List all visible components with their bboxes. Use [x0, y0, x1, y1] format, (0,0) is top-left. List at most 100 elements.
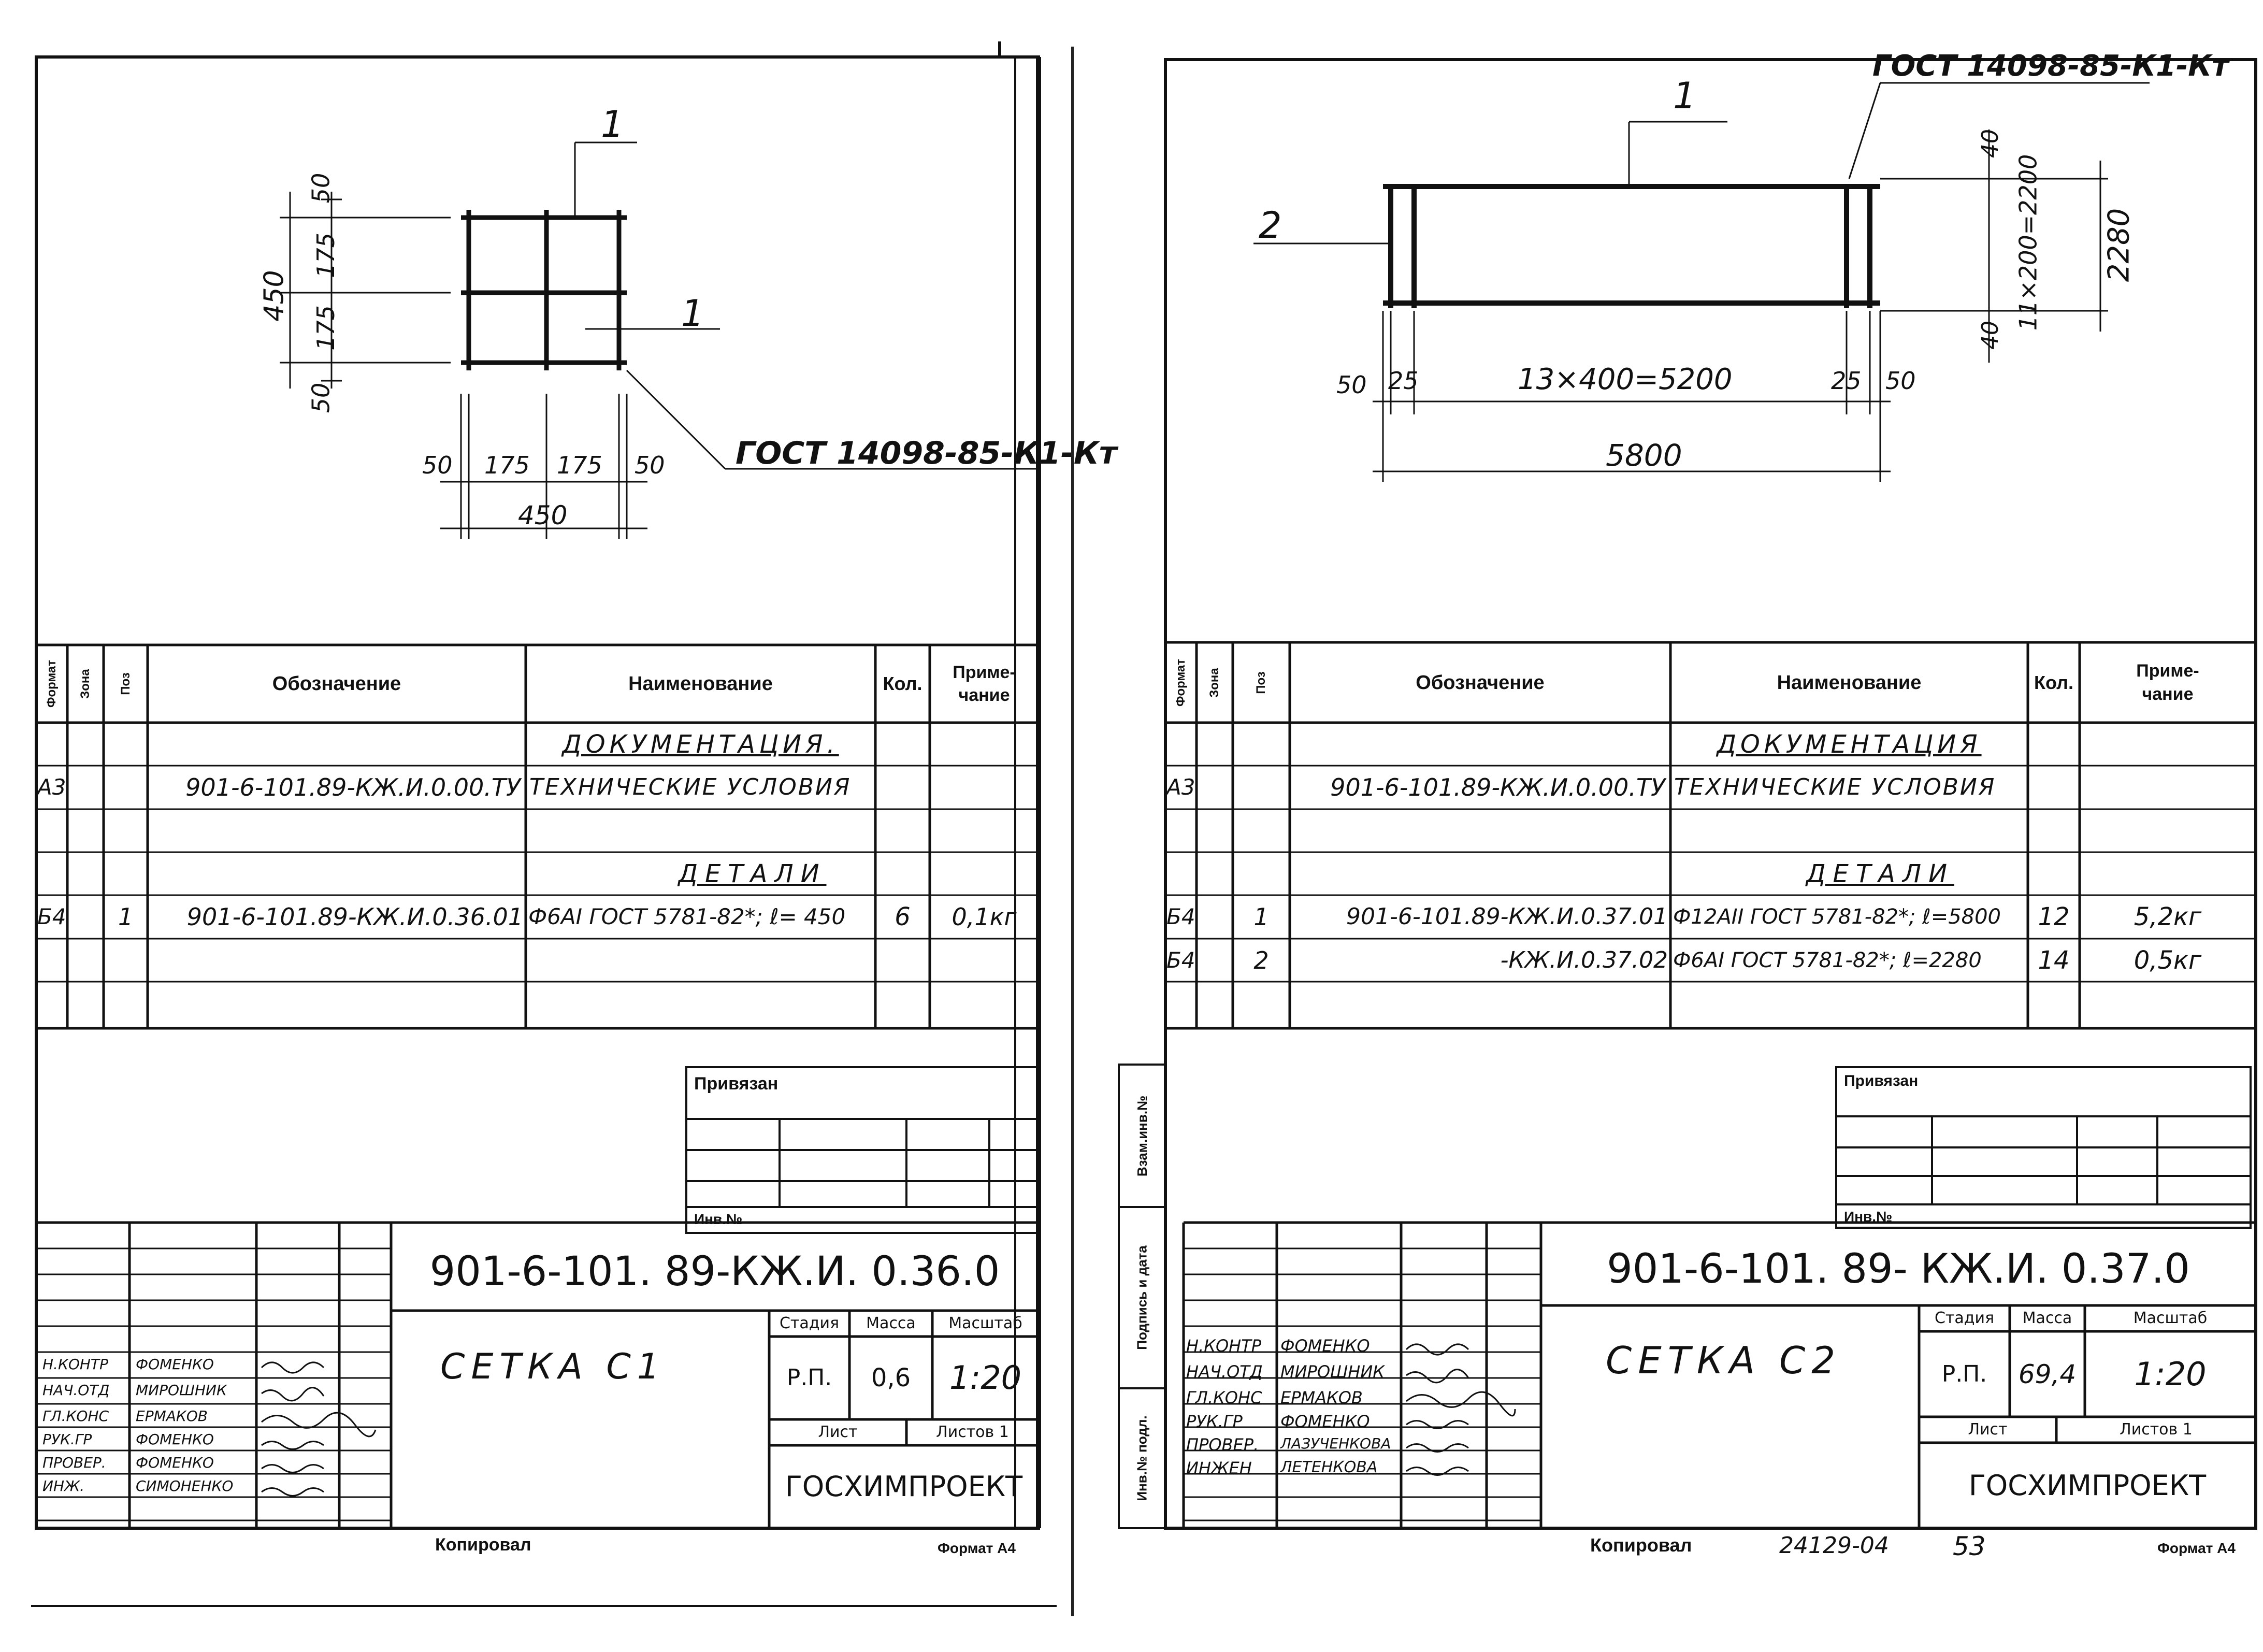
sheet-c2: 1 2 ГОСТ 14098-85-К1-Кт 50 25 13×400=520… — [1093, 0, 2263, 1652]
hdr-name: Наименование — [1777, 671, 1922, 694]
dim-v-bottom: 40 — [1977, 321, 2003, 350]
hdr-qty: Кол. — [883, 673, 923, 694]
hdr-note: Приме- чание — [953, 662, 1016, 705]
name-2: ЕРМАКОВ — [1280, 1388, 1363, 1407]
name-3: ФОМЕНКО — [136, 1431, 214, 1448]
row1-pos: 1 — [118, 903, 134, 931]
role-0: Н.КОНТР — [42, 1356, 108, 1373]
docs-format: А3 — [37, 774, 66, 800]
section-docs: ДОКУМЕНТАЦИЯ. — [562, 729, 839, 759]
row1-qty: 6 — [895, 902, 911, 931]
dim-right-2: 25 — [1831, 367, 1862, 395]
hdr-format: Формат — [1174, 658, 1188, 707]
stage-value: Р.П. — [1941, 1360, 1987, 1387]
callout-mark-1: 1 — [1673, 75, 1696, 117]
format-label: Формат А4 — [938, 1540, 1016, 1556]
section-docs: ДОКУМЕНТАЦИЯ — [1717, 729, 1982, 759]
hdr-name: Наименование — [628, 673, 773, 695]
callout-mark-2: 2 — [1259, 204, 1282, 247]
side-label-replace: Взам.инв.№ — [1134, 1095, 1150, 1176]
dim-h-1: 50 — [422, 451, 453, 479]
dim-h-4: 50 — [635, 451, 665, 479]
gost-label: ГОСТ 14098-85-К1-Кт — [1872, 49, 2229, 83]
dim-mid: 13×400=5200 — [1518, 363, 1733, 396]
inv-label: Инв.№ — [694, 1211, 743, 1227]
inv-label: Инв.№ — [1844, 1209, 1893, 1225]
sheet-c1: 1 1 ГОСТ 14098-85-К1-Кт 50 175 175 50 45… — [0, 0, 1117, 1652]
name-4: ЛАЗУЧЕНКОВА — [1280, 1435, 1391, 1452]
role-4: ПРОВЕР. — [1186, 1435, 1259, 1455]
gost-label: ГОСТ 14098-85-К1-Кт — [736, 435, 1117, 471]
row1-designation: 901-6-101.89-КЖ.И.0.37.01 — [1346, 903, 1668, 930]
side-label-sign: Подпись и дата — [1134, 1245, 1150, 1350]
order-number: 24129-04 — [1779, 1532, 1889, 1559]
role-2: ГЛ.КОНС — [1186, 1388, 1262, 1407]
row1-designation: 901-6-101.89-КЖ.И.0.36.01 — [186, 903, 523, 931]
mass-value: 0,6 — [871, 1363, 911, 1392]
scale-value: 1:20 — [2134, 1355, 2207, 1393]
role-1: НАЧ.ОТД — [1186, 1362, 1263, 1382]
copied-label: Копировал — [1590, 1534, 1692, 1556]
mass-label: Масса — [2022, 1309, 2072, 1327]
mass-value: 69,4 — [2018, 1359, 2077, 1389]
row1-name: Ф12АII ГОСТ 5781-82*; ℓ=5800 — [1673, 905, 2001, 929]
dim-left: 50 — [1336, 371, 1367, 399]
name-2: ЕРМАКОВ — [136, 1407, 208, 1425]
sheets-label: Листов 1 — [936, 1423, 1009, 1441]
role-0: Н.КОНТР — [1186, 1336, 1262, 1356]
row2-designation: -КЖ.И.0.37.02 — [1500, 946, 1668, 973]
stage-label: Стадия — [779, 1314, 840, 1332]
page-number: 53 — [1953, 1531, 1986, 1561]
sheet-c2-lines — [1118, 58, 2257, 1530]
docs-designation: 901-6-101.89-КЖ.И.0.00.ТУ — [1330, 773, 1665, 801]
name-0: ФОМЕНКО — [1280, 1336, 1370, 1356]
mass-label: Масса — [866, 1314, 916, 1332]
role-3: РУК.ГР — [42, 1431, 92, 1448]
doc-code: 901-6-101. 89- КЖ.И. 0.37.0 — [1607, 1246, 2190, 1292]
name-3: ФОМЕНКО — [1280, 1412, 1370, 1431]
dim-h-2: 175 — [484, 451, 530, 479]
role-1: НАЧ.ОТД — [42, 1382, 110, 1399]
scale-label: Масштаб — [2133, 1309, 2208, 1327]
org-name: ГОСХИМПРОЕКТ — [785, 1470, 1023, 1503]
dim-v-top: 40 — [1977, 129, 2003, 158]
row2-name: Ф6АI ГОСТ 5781-82*; ℓ=2280 — [1673, 948, 1982, 972]
sheet-label: Лист — [818, 1423, 858, 1441]
role-5: ИНЖЕН — [1186, 1458, 1252, 1478]
hdr-designation: Обозначение — [272, 673, 401, 695]
hdr-qty: Кол. — [2034, 671, 2073, 693]
row2-format: Б4 — [1166, 947, 1195, 973]
dim-total: 5800 — [1606, 438, 1682, 473]
docs-name: ТЕХНИЧЕСКИЕ УСЛОВИЯ — [529, 774, 852, 800]
side-label-inv: Инв.№ подл. — [1134, 1415, 1150, 1501]
name-4: ФОМЕНКО — [136, 1454, 214, 1471]
role-3: РУК.ГР — [1186, 1412, 1243, 1431]
section-details: ДЕТАЛИ — [678, 859, 827, 888]
item-name: СЕТКА С1 — [440, 1346, 666, 1387]
row2-note: 0,5кг — [2134, 945, 2202, 975]
sheet-label: Лист — [1968, 1420, 2008, 1439]
role-4: ПРОВЕР. — [42, 1454, 106, 1471]
name-5: ЛЕТЕНКОВА — [1280, 1458, 1378, 1476]
hdr-zone: Зона — [1207, 667, 1221, 698]
hdr-note: Приме- чание — [2136, 661, 2199, 704]
callout-mark-1b: 1 — [681, 292, 704, 335]
row1-format: Б4 — [37, 904, 66, 929]
row2-pos: 2 — [1253, 946, 1269, 974]
signatures-c1 — [261, 1361, 377, 1497]
dim-h-total: 450 — [518, 500, 568, 530]
row2-qty: 14 — [2038, 945, 2070, 975]
row1-format: Б4 — [1166, 904, 1195, 929]
scale-label: Масштаб — [948, 1314, 1022, 1332]
dim-right: 50 — [1885, 367, 1916, 395]
stage-label: Стадия — [1934, 1309, 1995, 1327]
callout-mark-1: 1 — [601, 103, 624, 146]
row1-name: Ф6АI ГОСТ 5781-82*; ℓ= 450 — [528, 904, 846, 929]
doc-code: 901-6-101. 89-КЖ.И. 0.36.0 — [429, 1248, 1000, 1295]
dim-left-2: 25 — [1388, 367, 1419, 395]
docs-format: А3 — [1166, 774, 1195, 800]
bound-label: Привязан — [694, 1074, 779, 1094]
bound-label: Привязан — [1844, 1072, 1919, 1089]
section-details: ДЕТАЛИ — [1806, 859, 1954, 888]
dim-h-3: 175 — [557, 451, 602, 479]
